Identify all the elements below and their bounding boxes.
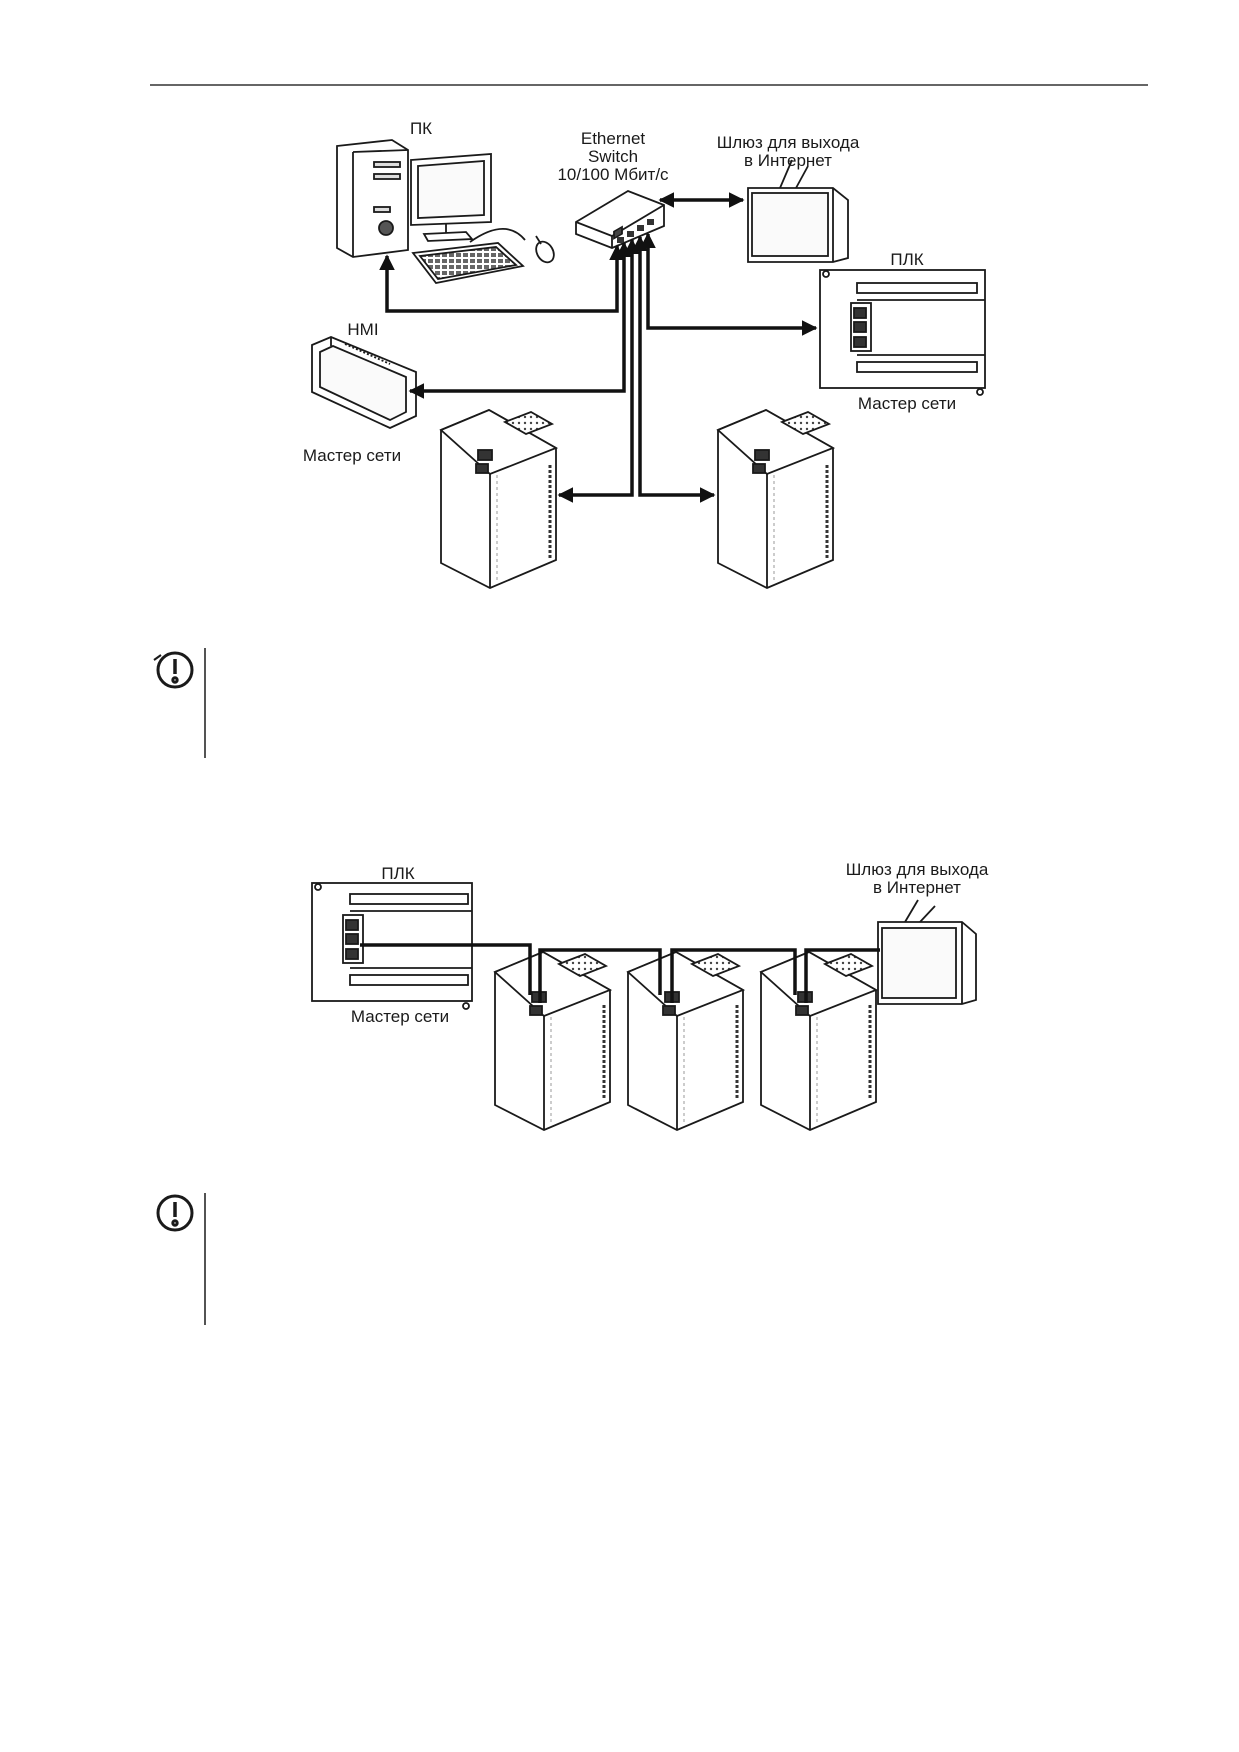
chain-topology-diagram: ПЛК Мастер сети Шлюз для выхода в Интерн…: [311, 860, 989, 1131]
chain-io-module-3: [759, 950, 879, 1131]
chain-io-module-2: [626, 950, 746, 1131]
hmi-label: HMI: [347, 320, 378, 339]
pc-monitor: [410, 153, 492, 242]
hmi-panel: [311, 336, 417, 429]
star-connections: [379, 192, 818, 503]
io-module-right: [716, 408, 836, 589]
chain-io-module-1: [493, 950, 613, 1131]
notice-box-1: [153, 648, 206, 758]
gateway-label-line-1: Шлюз для выхода: [717, 133, 860, 152]
pc-tower: [336, 139, 409, 258]
pc-label: ПК: [410, 119, 432, 138]
chain-plc-master-label: Мастер сети: [351, 1007, 449, 1026]
chain-link-module-3-gateway: [804, 948, 880, 1003]
chain-link-module-2-module-3: [670, 948, 797, 1003]
warning-exclamation-icon: [153, 651, 194, 689]
chain-link-plc-module-1: [360, 943, 532, 995]
chain-connections: [360, 943, 880, 1003]
star-topology-diagram: ПК Ethernet Switch 10/100 Мбит/с Шлюз дл…: [303, 119, 986, 589]
switch-label-line-2: Switch: [588, 147, 638, 166]
plc-master-label: Мастер сети: [858, 394, 956, 413]
chain-gateway-device: [877, 899, 977, 1005]
plc-label: ПЛК: [890, 250, 923, 269]
chain-plc-label: ПЛК: [381, 864, 414, 883]
hmi-master-label: Мастер сети: [303, 446, 401, 465]
chain-plc-device: [311, 882, 473, 1010]
chain-link-module-1-module-2: [538, 948, 662, 1003]
switch-label-line-1: Ethernet: [581, 129, 646, 148]
chain-gateway-label-line-2: в Интернет: [873, 878, 961, 897]
notice-box-2: [156, 1193, 206, 1325]
switch-label-line-3: 10/100 Мбит/с: [557, 165, 669, 184]
gateway-device: [747, 159, 849, 263]
warning-exclamation-icon: [156, 1194, 194, 1232]
pc-mouse: [535, 235, 555, 264]
gateway-label-line-2: в Интернет: [744, 151, 832, 170]
link-switch-module-left: [557, 238, 640, 503]
io-module-left: [439, 408, 559, 589]
link-switch-plc: [640, 232, 818, 336]
plc-device: [819, 269, 986, 396]
link-switch-module-right: [632, 235, 716, 503]
chain-gateway-label-line-1: Шлюз для выхода: [846, 860, 989, 879]
